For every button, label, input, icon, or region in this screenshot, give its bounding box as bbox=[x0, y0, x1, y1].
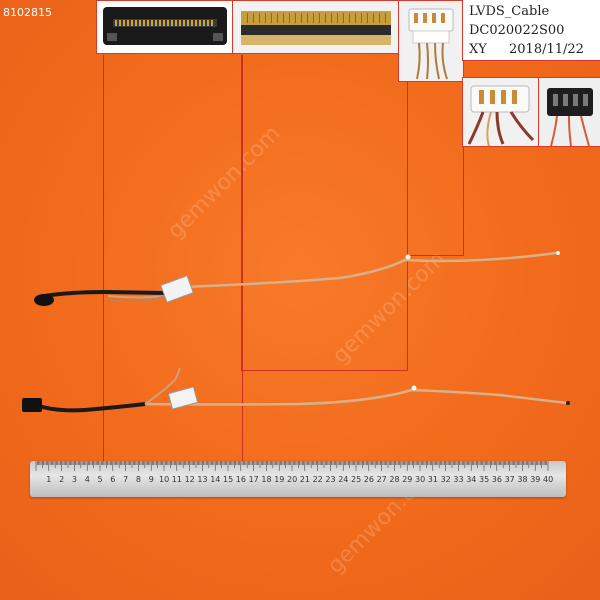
connector-closeup-2 bbox=[232, 0, 400, 54]
ruler-number: 30 bbox=[415, 475, 426, 484]
ruler-number: 22 bbox=[312, 475, 323, 484]
cable-type-label: LVDS_Cable bbox=[469, 4, 550, 19]
ruler-number: 14 bbox=[210, 475, 221, 484]
ruler-number: 17 bbox=[248, 475, 259, 484]
cable-drawing bbox=[22, 251, 570, 413]
ruler-number: 26 bbox=[363, 475, 374, 484]
vendor-prefix-label: XY bbox=[469, 42, 487, 57]
ruler-number: 1 bbox=[46, 475, 52, 484]
product-code: 8102815 bbox=[3, 6, 52, 19]
ruler-number: 10 bbox=[159, 475, 170, 484]
connector-closeup-5 bbox=[538, 77, 600, 147]
ruler-number: 21 bbox=[299, 475, 310, 484]
ruler-number: 12 bbox=[184, 475, 195, 484]
cable-label: LVDS_Cable DC020022S00 XY 2018/11/22 bbox=[462, 0, 600, 61]
lower-cable-plug bbox=[22, 398, 42, 412]
connector-closeup-3-image bbox=[399, 1, 463, 81]
upper-cable-main-segment bbox=[184, 251, 557, 289]
ruler-number: 32 bbox=[440, 475, 451, 484]
connector-closeup-2-image bbox=[233, 1, 399, 53]
upper-cable bbox=[34, 251, 560, 306]
ruler-number: 37 bbox=[504, 475, 515, 484]
ruler-number: 39 bbox=[530, 475, 541, 484]
ruler-number: 6 bbox=[110, 475, 116, 484]
ruler-number: 36 bbox=[491, 475, 502, 484]
ruler-number: 13 bbox=[197, 475, 208, 484]
lower-cable-main-segment bbox=[144, 388, 569, 406]
upper-cable-plug bbox=[34, 294, 54, 306]
ruler-number: 11 bbox=[171, 475, 182, 484]
callout-frame-right bbox=[406, 55, 464, 256]
connector-closeup-5-image bbox=[539, 78, 600, 146]
lower-cable bbox=[22, 367, 570, 413]
connector-closeup-1-image bbox=[103, 7, 227, 45]
connector-closeup-1 bbox=[96, 0, 234, 54]
ruler-number: 7 bbox=[123, 475, 129, 484]
date-label: 2018/11/22 bbox=[509, 42, 584, 57]
lower-cable-tape bbox=[167, 386, 199, 410]
upper-cable-joint bbox=[405, 254, 411, 260]
ruler-number: 20 bbox=[287, 475, 298, 484]
part-number-label: DC020022S00 bbox=[469, 23, 565, 38]
ruler-number: 34 bbox=[466, 475, 477, 484]
ruler-number: 28 bbox=[389, 475, 400, 484]
ruler-number: 5 bbox=[97, 475, 103, 484]
ruler-number: 3 bbox=[71, 475, 77, 484]
ruler-ticks bbox=[35, 461, 549, 471]
ruler-number: 19 bbox=[274, 475, 285, 484]
connector-closeup-4 bbox=[462, 77, 540, 147]
ruler-number: 27 bbox=[376, 475, 387, 484]
callout-frame-middle bbox=[241, 55, 408, 371]
ruler-number: 25 bbox=[351, 475, 362, 484]
ruler-number: 18 bbox=[261, 475, 272, 484]
ruler-number: 40 bbox=[543, 475, 554, 484]
ruler-number: 16 bbox=[235, 475, 246, 484]
ruler-number: 24 bbox=[338, 475, 349, 484]
ruler-number: 8 bbox=[135, 475, 141, 484]
ruler-number: 31 bbox=[427, 475, 438, 484]
ruler-number: 2 bbox=[59, 475, 65, 484]
ruler-number: 29 bbox=[402, 475, 413, 484]
lower-cable-joint bbox=[411, 385, 417, 391]
ruler-number: 9 bbox=[148, 475, 154, 484]
ruler-number: 4 bbox=[84, 475, 90, 484]
ruler-number: 15 bbox=[223, 475, 234, 484]
ruler-number: 38 bbox=[517, 475, 528, 484]
upper-cable-tape bbox=[160, 275, 194, 303]
ruler-number: 23 bbox=[325, 475, 336, 484]
ruler-number: 33 bbox=[453, 475, 464, 484]
lower-cable-black-segment bbox=[31, 402, 146, 413]
ruler-number: 35 bbox=[479, 475, 490, 484]
connector-closeup-4-image bbox=[463, 78, 539, 146]
